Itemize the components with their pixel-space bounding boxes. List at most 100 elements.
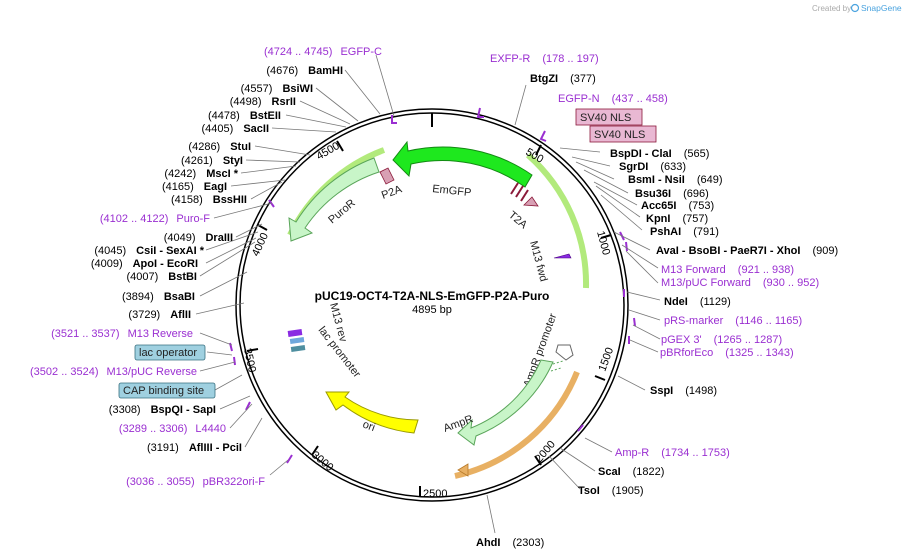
left-site-labels: (4676)BamHI (4557)BsiWI (4498)RsrII (447… bbox=[91, 65, 343, 454]
site-bsiwi: (4557)BsiWI bbox=[241, 83, 313, 95]
leader-eagi bbox=[230, 179, 286, 187]
site-bspqi-sapi: (3308)BspQI - SapI bbox=[109, 404, 216, 416]
primer-mark-pbr322ori-f bbox=[286, 454, 293, 464]
m13-rev-feature bbox=[287, 329, 303, 337]
site-bsteii: (4478)BstEII bbox=[208, 110, 281, 122]
leader-pgex bbox=[632, 324, 661, 340]
leader-amp-r bbox=[584, 437, 613, 453]
site-afliii-pcii: (3191)AflIII - PciI bbox=[147, 442, 242, 454]
plasmid-name: pUC19-OCT4-T2A-NLS-EmGFP-P2A-Puro bbox=[315, 289, 550, 303]
tick-3000 bbox=[311, 445, 319, 456]
primer-m13-reverse: (3521 .. 3537)M13 Reverse bbox=[51, 328, 193, 340]
primer-egfp-n: EGFP-N(437 .. 458) bbox=[558, 93, 668, 105]
site-tsoi: TsoI(1905) bbox=[578, 485, 644, 497]
right-primer-labels: EXFP-R(178 .. 197) EGFP-N(437 .. 458) M1… bbox=[490, 53, 819, 459]
primer-m13-puc-forward: M13/pUC Forward(930 .. 952) bbox=[661, 277, 819, 289]
leader-draiii bbox=[235, 223, 263, 238]
primer-egfp-c: (4724 .. 4745)EGFP-C bbox=[264, 46, 382, 58]
leader-bsu36i bbox=[583, 169, 629, 194]
primer-mark-egfp-n bbox=[539, 130, 547, 142]
leader-avai bbox=[613, 231, 651, 251]
site-sspi: SspI(1498) bbox=[650, 385, 717, 397]
primer-m13-forward: M13 Forward(921 .. 938) bbox=[661, 264, 794, 276]
site-bspdi-clai: BspDI - ClaI(565) bbox=[610, 148, 709, 160]
primer-mark-pgex bbox=[633, 317, 636, 327]
svg-text:lac operator: lac operator bbox=[139, 347, 197, 359]
primer-mark-egfp-c bbox=[391, 115, 397, 124]
puror-feature bbox=[288, 157, 380, 242]
site-bsu36i: Bsu36I(696) bbox=[635, 188, 709, 200]
primer-mark-amp-r bbox=[577, 424, 584, 432]
leader-m13-forward bbox=[621, 244, 659, 269]
leader-m13-puc-reverse bbox=[199, 361, 236, 372]
site-csii-sexai: (4045)CsiI - SexAI * bbox=[94, 245, 204, 257]
tick-label-2000: 2000 bbox=[533, 438, 558, 464]
ticks bbox=[246, 140, 612, 497]
primer-pbr322ori-f: (3036 .. 3055)pBR322ori-F bbox=[126, 476, 265, 488]
cap-binding-site-box: CAP binding site bbox=[118, 382, 216, 399]
site-bstbi: (4007)BstBI bbox=[126, 271, 197, 283]
primer-m13-puc-reverse: (3502 .. 3524)M13/pUC Reverse bbox=[30, 366, 197, 378]
leader-acc65i bbox=[593, 181, 638, 206]
site-bsmi-nsii: BsmI - NsiI(649) bbox=[628, 174, 723, 186]
leader-rsrii bbox=[299, 100, 351, 125]
leader-bsteii bbox=[285, 114, 347, 128]
leader-bstbi bbox=[199, 241, 256, 277]
site-stui: (4286)StuI bbox=[188, 141, 251, 153]
site-acc65i: Acc65I(753) bbox=[641, 200, 714, 212]
leader-bamhi bbox=[344, 69, 381, 115]
plasmid-size: 4895 bp bbox=[412, 304, 452, 316]
leader-bspqi bbox=[219, 395, 251, 410]
leader-stui bbox=[254, 145, 311, 156]
primer-pbrforeco: pBRforEco(1325 .. 1343) bbox=[660, 347, 794, 359]
m13-fwd-label: M13 fwd bbox=[527, 240, 549, 283]
primer-puro-f: (4102 .. 4122)Puro-F bbox=[100, 213, 210, 225]
site-bsabi: (3894)BsaBI bbox=[122, 291, 195, 303]
puror-label: PuroR bbox=[326, 197, 358, 226]
site-scai: ScaI(1822) bbox=[598, 466, 664, 478]
leader-cap-binding-site bbox=[214, 374, 243, 391]
tick-4000 bbox=[257, 224, 268, 231]
site-styi: (4261)StyI bbox=[181, 155, 243, 167]
tick-2000 bbox=[534, 455, 542, 466]
leader-m13-reverse bbox=[199, 332, 233, 346]
m13-fwd-arrow-icon bbox=[553, 253, 572, 259]
leader-egfp-c bbox=[375, 54, 395, 117]
right-site-labels: BtgZI(377) BspDI - ClaI(565) SgrDI(633) … bbox=[476, 73, 838, 549]
site-btgzi: BtgZI(377) bbox=[530, 73, 596, 85]
ampr-outer-arrow-icon bbox=[457, 463, 469, 477]
leader-aflii bbox=[195, 302, 245, 315]
leader-puro-f bbox=[213, 202, 273, 219]
site-kpni: KpnI(757) bbox=[646, 213, 708, 225]
tick-1500 bbox=[594, 375, 606, 381]
site-apoi-ecori: (4009)ApoI - EcoRI bbox=[91, 258, 198, 270]
ampr-feature bbox=[457, 359, 554, 446]
tick-label-1000: 1000 bbox=[594, 230, 612, 257]
leader-scai bbox=[559, 447, 596, 472]
svg-text:SV40 NLS: SV40 NLS bbox=[594, 129, 645, 141]
sv40-nls-box-2: SV40 NLS bbox=[589, 125, 657, 143]
leader-kpni bbox=[595, 185, 641, 218]
ori-feature bbox=[325, 391, 419, 434]
t2a-arrow-icon bbox=[523, 196, 539, 207]
primer-exfp-r: EXFP-R(178 .. 197) bbox=[490, 53, 599, 65]
ampr-region-arc bbox=[454, 370, 580, 479]
leader-bsshii bbox=[250, 181, 283, 200]
leader-styi bbox=[245, 159, 301, 163]
p2a-feature bbox=[379, 167, 395, 185]
site-sgrdi: SgrDI(633) bbox=[619, 161, 686, 173]
tick-label-2500: 2500 bbox=[423, 488, 447, 500]
tick-3500 bbox=[246, 348, 259, 352]
leader-lines bbox=[195, 54, 661, 534]
leader-pshai bbox=[600, 194, 643, 231]
leader-m13-puc-forward bbox=[625, 250, 659, 284]
emgfp-region-arc bbox=[526, 152, 590, 289]
site-draiii: (4049)DraIII bbox=[164, 232, 233, 244]
leader-msci bbox=[240, 165, 297, 174]
leader-btgzi bbox=[514, 84, 527, 126]
tick-label-3000: 3000 bbox=[309, 449, 335, 474]
leader-bsiwi bbox=[315, 87, 359, 122]
site-eagi: (4165)EagI bbox=[162, 181, 227, 193]
